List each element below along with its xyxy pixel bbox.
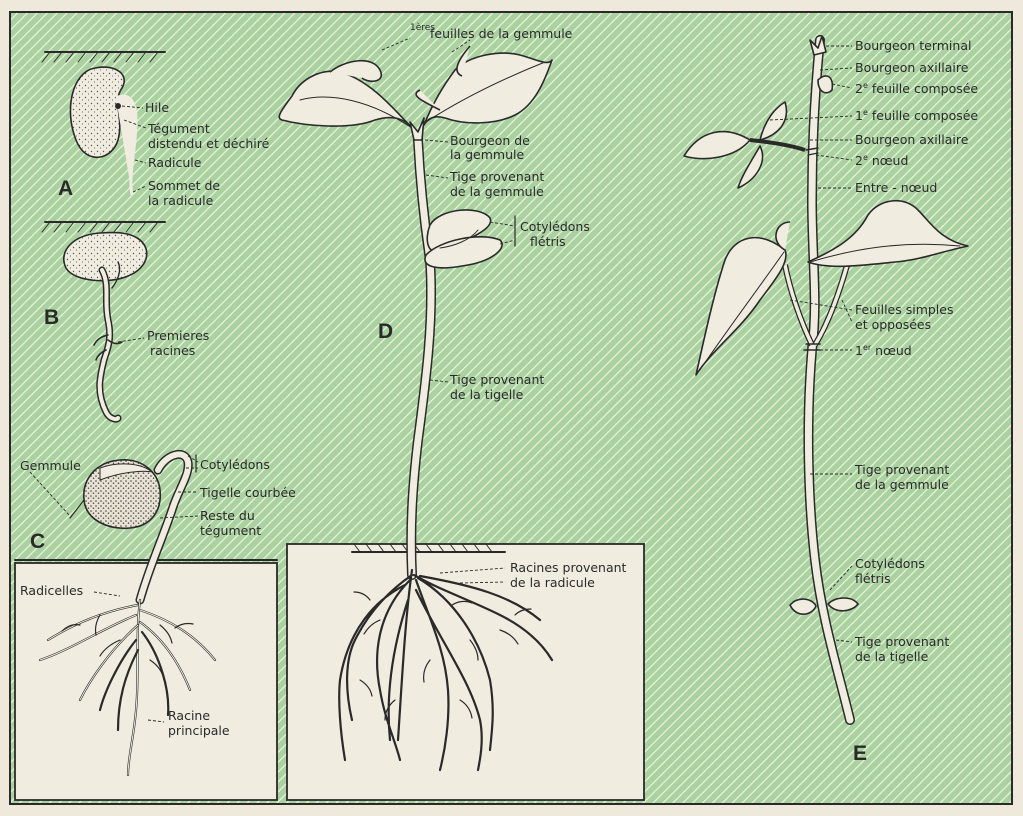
label-tigelle: Tigelle courbée (199, 485, 296, 500)
label-de-la-radicule: de la radicule (510, 575, 595, 590)
panel-letter-b: B (44, 306, 59, 329)
label-cotyledons: Cotylédons (200, 457, 270, 472)
label-bourgeon-de: Bourgeon de (450, 133, 530, 148)
label-sommet-detail: la radicule (148, 193, 214, 208)
label-tige-gemmule-e: Tige provenant (854, 462, 949, 477)
label-racines: racines (150, 343, 195, 358)
label-2e-feuille: 2e feuille composée (855, 81, 978, 96)
label-tegument: Tégument (147, 121, 210, 136)
panel-letter-e: E (853, 742, 867, 765)
label-de-la-tigelle-e: de la tigelle (855, 649, 929, 664)
soil-box-c (15, 563, 277, 800)
label-reste: Reste du (200, 508, 255, 523)
label-racines-provenant: Racines provenant (510, 560, 627, 575)
panel-letter-c: C (30, 530, 45, 553)
label-de-la-gemmule-d: de la gemmule (450, 184, 544, 199)
panel-letter-d: D (378, 320, 393, 343)
label-la-gemmule: la gemmule (450, 147, 524, 162)
label-1e-feuille: 1e feuille composée (855, 108, 978, 123)
label-tige-tigelle-d: Tige provenant (449, 372, 544, 387)
label-feuilles-gemmule: feuilles de la gemmule (430, 26, 573, 41)
panel-letter-a: A (58, 177, 73, 200)
label-cotyledons-e: Cotylédons (855, 556, 925, 571)
label-radicelles: Radicelles (20, 583, 83, 598)
label-bourgeon-terminal: Bourgeon terminal (855, 38, 971, 53)
label-premieres: Premieres (147, 328, 209, 343)
label-fletris-e: flétris (855, 571, 891, 586)
label-de-la-gemmule-e: de la gemmule (855, 477, 949, 492)
label-cotyledons-d: Cotylédons (520, 219, 590, 234)
label-bourgeon-axillaire-2: Bourgeon axillaire (855, 132, 969, 147)
label-sommet: Sommet de (148, 178, 220, 193)
label-hile: Hile (145, 100, 169, 115)
label-radicule: Radicule (148, 155, 202, 170)
label-entre-noeud: Entre - nœud (855, 180, 937, 195)
label-gemmule: Gemmule (20, 458, 81, 473)
label-de-la-tigelle-d: de la tigelle (450, 387, 524, 402)
label-fletris-d: flétris (530, 234, 566, 249)
label-tegument-c: tégument (200, 523, 261, 538)
label-principale: principale (168, 723, 230, 738)
label-tige-gemmule-d: Tige provenant (449, 169, 544, 184)
label-racine: Racine (168, 708, 210, 723)
label-tegument-detail: distendu et déchiré (148, 136, 270, 151)
label-tige-tigelle-e: Tige provenant (854, 634, 949, 649)
label-et-opposees: et opposées (855, 317, 931, 332)
label-feuilles-simples: Feuilles simples (855, 302, 954, 317)
label-bourgeon-axillaire-1: Bourgeon axillaire (855, 60, 969, 75)
